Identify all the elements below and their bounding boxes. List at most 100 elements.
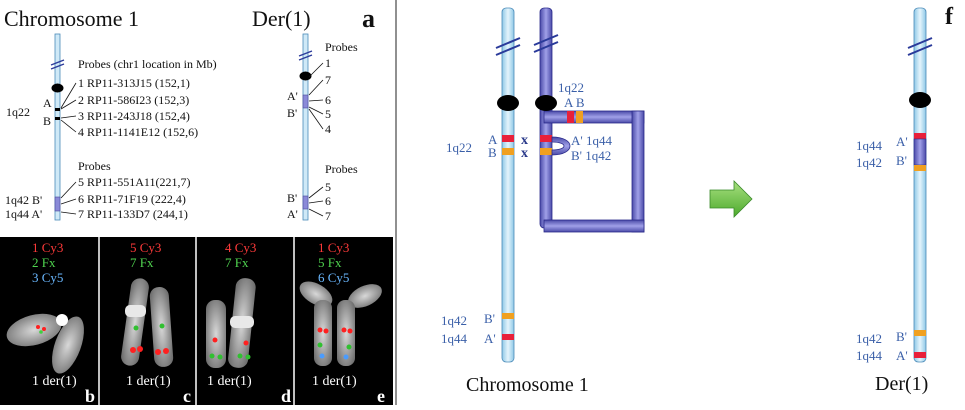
chromosome-1-small xyxy=(54,33,61,221)
chromosome-image xyxy=(52,316,84,374)
f-caption-chromosome-1: Chromosome 1 xyxy=(466,374,589,396)
panel-letter-e: e xyxy=(377,386,385,405)
loop-bottom-arm xyxy=(543,219,645,233)
der-probes-header-top: Probes xyxy=(325,40,358,54)
green-arrow-icon xyxy=(709,180,753,218)
svg-text:1 Cy3: 1 Cy3 xyxy=(318,240,349,255)
svg-text:A': A' xyxy=(287,207,298,221)
svg-text:5: 5 xyxy=(325,180,331,194)
probe-item: 4 RP11-1141E12 (152,6) xyxy=(78,125,198,139)
probe-arrows-bottom xyxy=(60,181,77,215)
svg-text:2 Fx: 2 Fx xyxy=(32,255,56,270)
der-probes-header-bottom: Probes xyxy=(325,162,358,176)
svg-text:B: B xyxy=(488,145,497,160)
label-A: A xyxy=(43,96,52,110)
micro-panel-c: 5 Cy3 7 Fx 1 der(1) c xyxy=(121,240,191,406)
crossover-x: x xyxy=(521,146,528,161)
panel-letter-a: a xyxy=(362,4,375,33)
band-B xyxy=(55,117,60,120)
band-1q42 xyxy=(54,196,61,212)
micro-panel-e: 1 Cy3 5 Fx 6 Cy5 1 der(1) e xyxy=(299,240,385,406)
panel-f: 1q22 A B A 1q22 B A' 1q44 B' 1q42 1q42 B… xyxy=(441,0,965,396)
der1-centromere xyxy=(299,71,312,81)
svg-text:7 Fx: 7 Fx xyxy=(130,255,154,270)
band-Aprime-large xyxy=(502,334,514,340)
svg-text:1q44: 1q44 xyxy=(441,331,468,346)
svg-text:7: 7 xyxy=(325,209,331,223)
chromosome-image xyxy=(337,300,355,366)
probe-item: 3 RP11-243J18 (152,4) xyxy=(78,109,190,123)
panel-letter-d: d xyxy=(281,386,291,405)
f-label-1q22-top: 1q22 xyxy=(558,80,584,95)
svg-text:1 der(1): 1 der(1) xyxy=(126,374,171,389)
svg-text:B': B' xyxy=(287,191,297,205)
f-label-Bprime-1q42: B' 1q42 xyxy=(571,148,611,163)
probe-item: 5 RP11-551A11(221,7) xyxy=(78,175,190,189)
micro-panel-b: 1 Cy3 2 Fx 3 Cy5 1 der(1) b xyxy=(6,240,95,406)
probe-item: 7 RP11-133D7 (244,1) xyxy=(78,207,188,221)
band-A xyxy=(55,108,60,111)
micro-panel-d: 4 Cy3 7 Fx 1 der(1) d xyxy=(206,240,291,406)
title-der1: Der(1) xyxy=(252,6,311,31)
der1-small xyxy=(302,33,309,221)
loop-top-arm xyxy=(543,110,645,124)
band-B-large xyxy=(502,148,514,155)
f-label-1q22: 1q22 xyxy=(446,140,472,155)
probe-item: 1 RP11-313J15 (152,1) xyxy=(78,76,190,90)
svg-text:B': B' xyxy=(896,153,907,168)
band-Bprime-large xyxy=(502,313,514,319)
chromosome-image xyxy=(314,300,332,366)
svg-text:4: 4 xyxy=(325,122,331,136)
svg-text:B': B' xyxy=(484,311,495,326)
svg-text:6: 6 xyxy=(325,194,331,208)
svg-text:B': B' xyxy=(896,329,907,344)
label-1q42-Bprime: 1q42 B' xyxy=(5,193,42,207)
label-1q44-Aprime: 1q44 A' xyxy=(5,207,42,221)
svg-text:4 Cy3: 4 Cy3 xyxy=(225,240,256,255)
f-label-AB: A B xyxy=(564,95,585,110)
probe-item: 2 RP11-586I23 (152,3) xyxy=(78,93,189,107)
svg-text:1 der(1): 1 der(1) xyxy=(32,374,77,389)
title-chromosome-1: Chromosome 1 xyxy=(4,6,139,31)
svg-text:B': B' xyxy=(287,106,297,120)
probes-header-top: Probes (chr1 location in Mb) xyxy=(78,57,217,71)
svg-text:5: 5 xyxy=(325,107,331,121)
svg-text:6 Cy5: 6 Cy5 xyxy=(318,270,349,285)
svg-text:1q44: 1q44 xyxy=(856,138,883,153)
probe-item: 6 RP11-71F19 (222,4) xyxy=(78,192,186,206)
svg-text:1q42: 1q42 xyxy=(441,313,467,328)
svg-text:1 Cy3: 1 Cy3 xyxy=(32,240,63,255)
chromosome-image xyxy=(121,278,149,366)
centromere xyxy=(51,83,64,93)
chromosome-image xyxy=(206,300,226,368)
svg-text:A: A xyxy=(488,132,498,147)
svg-text:A': A' xyxy=(484,331,496,346)
band-A-large xyxy=(502,135,514,142)
break-mark xyxy=(50,59,65,66)
svg-text:1: 1 xyxy=(325,56,331,70)
centromere-large xyxy=(497,95,519,111)
loop-hook xyxy=(551,136,571,156)
svg-text:5 Cy3: 5 Cy3 xyxy=(130,240,161,255)
svg-text:5 Fx: 5 Fx xyxy=(318,255,342,270)
svg-text:1q44: 1q44 xyxy=(856,348,883,363)
label-1q22: 1q22 xyxy=(6,105,30,119)
crossover-x: x xyxy=(521,133,528,148)
loop-right-arm xyxy=(631,110,645,233)
microscopy-strip: 1 Cy3 2 Fx 3 Cy5 1 der(1) b 5 Cy3 7 Fx 1… xyxy=(0,237,393,406)
probe-arrows-top xyxy=(60,82,77,133)
svg-text:1 der(1): 1 der(1) xyxy=(207,374,252,389)
f-label-Aprime-1q44: A' 1q44 xyxy=(571,133,612,148)
panel-letter-f: f xyxy=(945,4,954,30)
panel-letter-c: c xyxy=(183,386,191,405)
panel-letter-b: b xyxy=(85,386,95,405)
svg-text:1 der(1): 1 der(1) xyxy=(312,374,357,389)
svg-text:A': A' xyxy=(896,134,908,149)
svg-text:7: 7 xyxy=(325,73,331,87)
svg-text:A': A' xyxy=(896,348,908,363)
svg-text:1q42: 1q42 xyxy=(856,155,882,170)
chromosome-1-large xyxy=(501,7,515,363)
der1-large xyxy=(913,7,927,363)
